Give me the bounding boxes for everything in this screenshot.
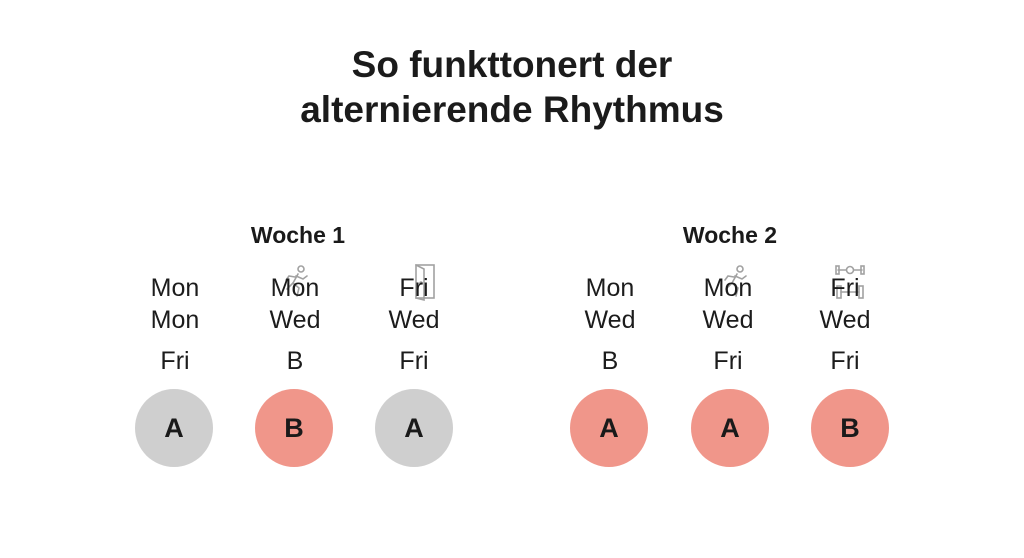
day-label: Mon: [270, 274, 320, 302]
day-label: Fri: [830, 347, 860, 375]
title-line-1: So funkttonert der: [351, 44, 673, 85]
week-2-day-column-3: Fri Wed Fri: [795, 272, 895, 377]
day-label: Wed: [584, 306, 636, 334]
week-2-heading: Woche 2: [682, 222, 778, 248]
week-2-circle-2: A: [691, 389, 769, 467]
week-2-day-column-1: Mon Wed B: [560, 272, 660, 377]
day-label: B: [601, 347, 619, 375]
running-person-icon: [718, 262, 752, 302]
day-label: Mon: [150, 274, 200, 302]
week-1-circle-1: A: [135, 389, 213, 467]
day-label: Fri: [160, 347, 190, 375]
diagram-title: So funkttonert der alternierende Rhythmu…: [0, 42, 1024, 132]
day-label: Mon: [150, 306, 200, 334]
day-label: B: [286, 347, 304, 375]
day-label: Mon: [703, 274, 753, 302]
day-label: Wed: [269, 306, 321, 334]
day-label: Fri: [399, 274, 429, 302]
week-2-day-column-2: Mon Wed Fri: [678, 272, 778, 377]
week-2-circle-1: A: [570, 389, 648, 467]
day-label: Fri: [830, 274, 860, 302]
day-label: Wed: [388, 306, 440, 334]
week-1-day-column-3: Fri Wed Fri: [364, 272, 464, 377]
week-1-day-column-2: Mon Wed B: [245, 272, 345, 377]
week-1-heading: Woche 1: [250, 222, 346, 248]
day-label: Fri: [713, 347, 743, 375]
week-2-circle-3: B: [811, 389, 889, 467]
week-1-circle-2: B: [255, 389, 333, 467]
week-1-day-column-1: Mon Mon Fri: [125, 272, 225, 377]
day-label: Wed: [702, 306, 754, 334]
week-1-circle-3: A: [375, 389, 453, 467]
day-label: Wed: [819, 306, 871, 334]
title-line-2: alternierende Rhythmus: [300, 89, 724, 130]
dumbbell-icon: [833, 262, 867, 302]
running-person-icon: [279, 262, 313, 302]
door-exit-icon: [408, 262, 442, 302]
day-label: Fri: [399, 347, 429, 375]
day-label: Mon: [585, 274, 635, 302]
